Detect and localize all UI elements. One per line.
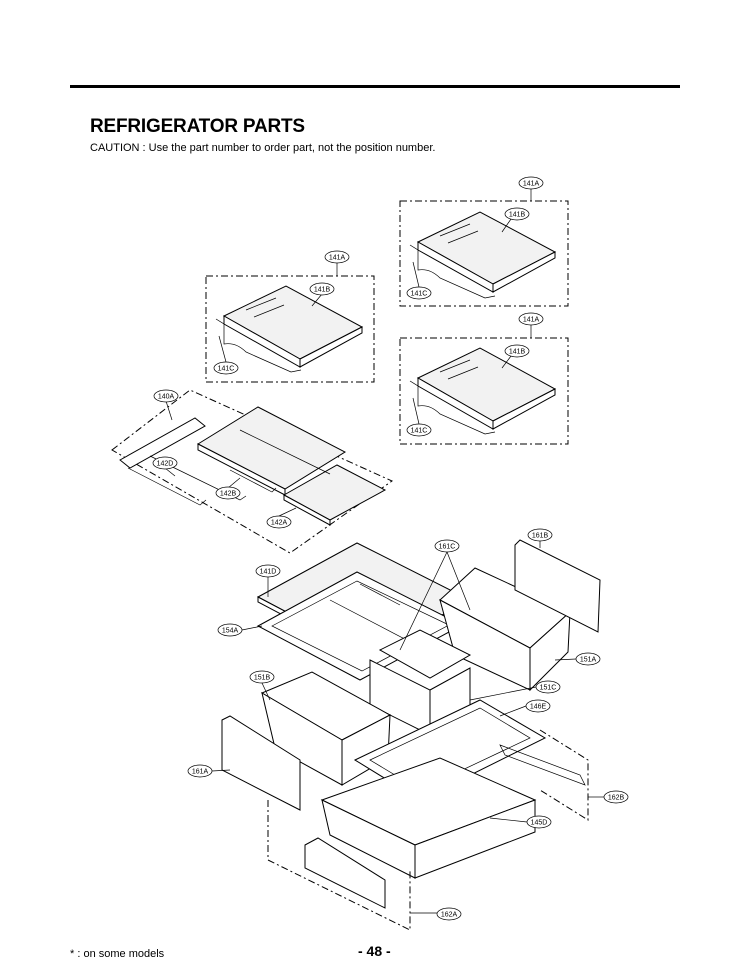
shelf-assembly-mid-right bbox=[399, 324, 569, 445]
callout-142D: 142D bbox=[152, 456, 178, 470]
svg-text:142B: 142B bbox=[220, 491, 237, 498]
callout-154A: 154A bbox=[217, 623, 243, 637]
callout-146E: 146E bbox=[525, 699, 551, 713]
svg-text:161C: 161C bbox=[439, 544, 456, 551]
group-box bbox=[205, 275, 375, 383]
callout-140A: 140A bbox=[153, 389, 179, 403]
shelf-assembly-top-right bbox=[399, 189, 569, 307]
callout-145D: 145D bbox=[526, 815, 552, 829]
svg-text:141A: 141A bbox=[329, 255, 346, 262]
svg-text:141A: 141A bbox=[523, 317, 540, 324]
svg-text:141C: 141C bbox=[218, 366, 235, 373]
group-box bbox=[399, 337, 569, 445]
footnote: * : on some models bbox=[70, 948, 165, 960]
callout-161A: 161A bbox=[187, 764, 213, 778]
page-title: REFRIGERATOR PARTS bbox=[90, 116, 305, 137]
svg-text:161B: 161B bbox=[532, 533, 549, 540]
svg-text:151B: 151B bbox=[254, 675, 271, 682]
svg-text:154A: 154A bbox=[222, 628, 239, 635]
svg-text:151A: 151A bbox=[580, 657, 597, 664]
callout-141A-1: 141A bbox=[518, 176, 544, 190]
svg-text:141D: 141D bbox=[260, 569, 277, 576]
svg-text:161A: 161A bbox=[192, 769, 209, 776]
callout-151C: 151C bbox=[535, 680, 561, 694]
callout-162B: 162B bbox=[603, 790, 629, 804]
svg-text:141C: 141C bbox=[411, 428, 428, 435]
svg-text:142A: 142A bbox=[271, 520, 288, 527]
callout-151B: 151B bbox=[249, 670, 275, 684]
callout-141C-3: 141C bbox=[213, 361, 239, 375]
folding-shelf-assembly bbox=[111, 389, 394, 554]
group-box bbox=[399, 200, 569, 307]
svg-text:151C: 151C bbox=[540, 685, 557, 692]
svg-text:141C: 141C bbox=[411, 291, 428, 298]
callout-161C: 161C bbox=[434, 539, 460, 553]
svg-text:141A: 141A bbox=[523, 181, 540, 188]
callout-141B-3: 141B bbox=[309, 282, 335, 296]
header-rule bbox=[70, 85, 680, 88]
callout-162A: 162A bbox=[436, 907, 462, 921]
callout-141D: 141D bbox=[255, 564, 281, 578]
page-number: - 48 - bbox=[358, 943, 391, 959]
callout-141C-1: 141C bbox=[406, 286, 432, 300]
callout-142A: 142A bbox=[266, 515, 292, 529]
callout-141A-3: 141A bbox=[324, 250, 350, 264]
svg-text:141B: 141B bbox=[314, 287, 331, 294]
crisper-assembly bbox=[211, 539, 604, 931]
callout-141C-2: 141C bbox=[406, 423, 432, 437]
svg-text:162A: 162A bbox=[441, 912, 458, 919]
svg-text:142D: 142D bbox=[157, 461, 174, 468]
svg-text:140A: 140A bbox=[158, 394, 175, 401]
callout-161B: 161B bbox=[527, 528, 553, 542]
svg-text:141B: 141B bbox=[509, 349, 526, 356]
svg-text:145D: 145D bbox=[531, 820, 548, 827]
callout-151A: 151A bbox=[575, 652, 601, 666]
caution-note: CAUTION : Use the part number to order p… bbox=[90, 142, 436, 154]
svg-text:162B: 162B bbox=[608, 795, 625, 802]
callout-141B-1: 141B bbox=[504, 207, 530, 221]
callout-141B-2: 141B bbox=[504, 344, 530, 358]
shelf-assembly-mid-left bbox=[205, 262, 375, 383]
callout-142B: 142B bbox=[215, 486, 241, 500]
svg-text:146E: 146E bbox=[530, 704, 547, 711]
callout-141A-2: 141A bbox=[518, 312, 544, 326]
svg-text:141B: 141B bbox=[509, 212, 526, 219]
